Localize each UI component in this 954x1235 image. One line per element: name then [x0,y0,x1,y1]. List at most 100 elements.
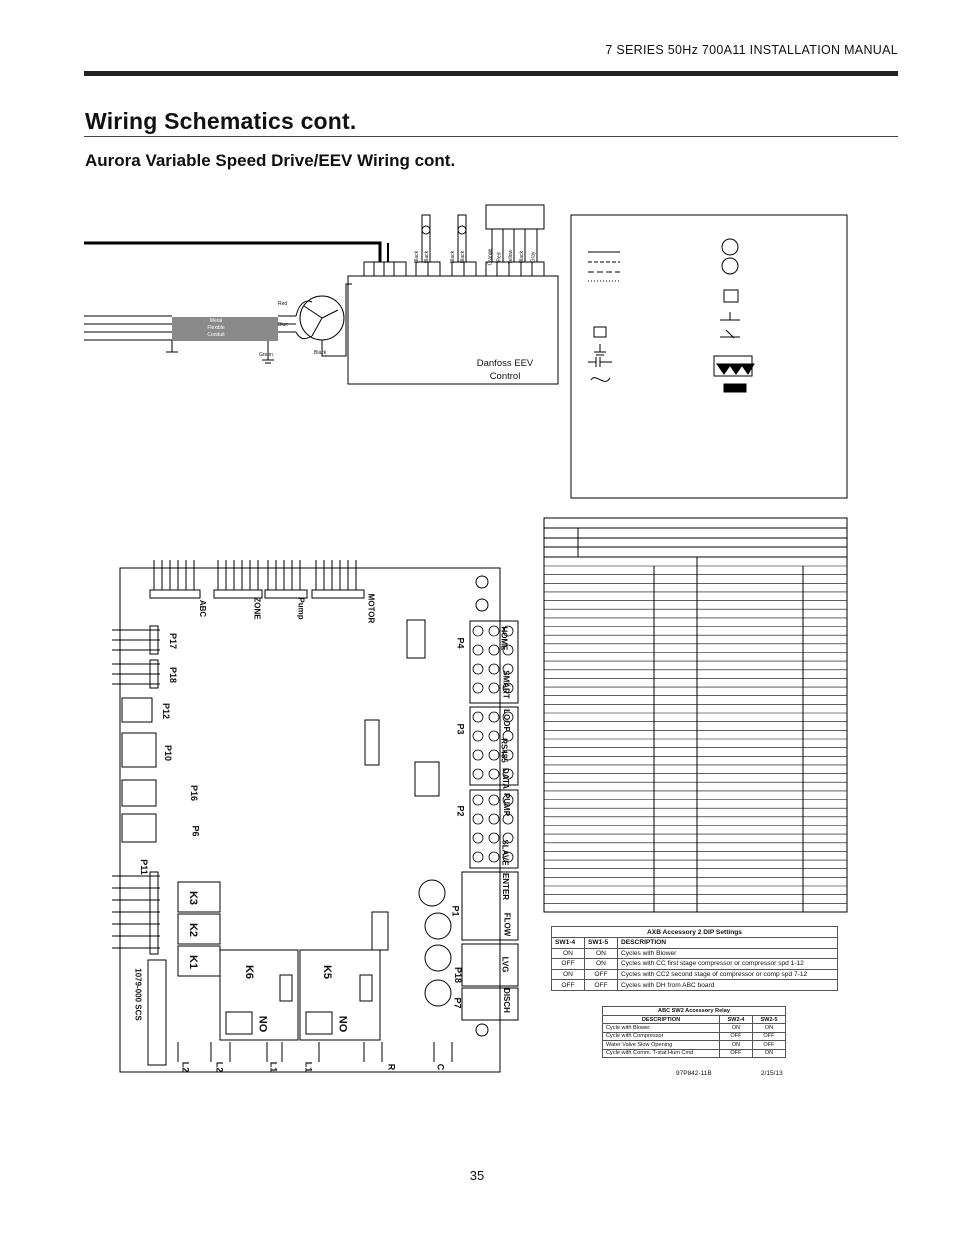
eev-wire-label: Red [496,252,503,262]
table-cell: OFF [719,1048,753,1058]
eev-wire-label: Black [424,250,431,264]
table-cell: Cycles with CC first stage compressor or… [617,958,838,970]
table-cell: ON [752,1048,786,1058]
legend-box [570,214,848,499]
screw-terminal [502,711,514,723]
screw-terminal [472,832,484,844]
relay-label: K6 [243,964,256,980]
screw-terminal [488,749,500,761]
screw-terminal [472,851,484,863]
connector-label: P1 [450,905,461,917]
terminal-group-label: LOOP [501,709,511,732]
screw-terminal [472,813,484,825]
table-cell: Cycle with Comm. T-stat Hum Cmd [602,1048,720,1058]
ground-label: Green [259,352,273,358]
relay-no-label: NO [256,1015,269,1033]
screw-terminal [472,794,484,806]
terminal-group-label: ENTER [501,872,511,901]
relay-label: K5 [321,964,334,980]
connector-label: P7 [452,997,463,1009]
screw-terminal [488,851,500,863]
terminal-label: L1 [303,1061,314,1073]
screw-terminal [488,644,500,656]
connector-label: P4 [455,637,466,649]
connector-label: P2 [455,805,466,817]
table-cell: Water Valve Slow Opening [602,1040,720,1050]
connector-label: P18 [168,666,179,684]
board-id: 1079-000 SCS [133,968,143,1021]
screw-terminal [502,794,514,806]
table-cell: OFF [584,979,618,991]
terminal-group-label: RS485 [499,738,509,763]
table-cell: OFF [584,968,618,981]
connector-label: P12 [161,702,172,720]
relay-label: K3 [187,890,200,906]
header-label: ABC [198,599,208,618]
table-cell: Cycle with Compressor [602,1031,720,1042]
terminal-group-label: DATA [501,767,511,790]
table-row: Cycle with Compressor OFF OFF [602,1031,786,1042]
eev-wire-label: Orange [487,248,494,266]
section-title: Aurora Variable Speed Drive/EEV Wiring c… [85,151,456,170]
table-cell: Cycles with CC2 second stage of compress… [617,968,838,981]
screw-terminal [502,663,514,675]
connector-label: P11 [138,859,149,875]
drawing-date: 2/15/13 [761,1070,783,1077]
table-cell: ON [584,958,618,970]
table-caption: ABC SW2 Accessory Relay [602,1006,786,1016]
connector-label: P17 [168,632,179,650]
terminal-label: R [386,1063,397,1071]
page-title: Wiring Schematics cont. [85,108,357,134]
screw-terminal [472,625,484,637]
screw-terminal [502,851,514,863]
header-label: MOTOR [366,593,376,624]
terminal-label: L2 [214,1061,225,1073]
relay-no-label: NO [336,1015,349,1033]
connector-label: P16 [189,784,200,802]
table-row: ON OFF Cycles with CC2 second stage of c… [551,968,838,981]
terminal-group-label: SLAVE [500,839,510,866]
screw-terminal [472,644,484,656]
table-cell: ON [551,947,585,960]
drawing-number: 97P842-11B [676,1070,712,1077]
table-cell: Cycle with Blower [602,1023,720,1033]
screw-terminal [488,832,500,844]
eev-wire-label: Black [519,250,526,264]
table-row: ON ON Cycles with Blower [551,947,838,960]
abc-relay-table: ABC SW2 Accessory Relay DESCRIPTION SW2-… [602,1006,786,1058]
title-rule [84,136,898,137]
terminal-group-label: LVG [500,956,510,973]
eev-wire-label: Black [414,250,421,264]
relay-label: K2 [187,922,200,938]
screw-terminal [502,768,514,780]
table-cell: OFF [752,1031,786,1042]
column-header: SW1-5 [584,937,618,949]
screw-terminal [488,663,500,675]
screw-terminal [488,813,500,825]
table-row: Cycle with Comm. T-stat Hum Cmd OFF ON [602,1048,786,1058]
connector-label: P18 [453,966,464,984]
column-header: DESCRIPTION [617,937,838,949]
screw-terminal [472,768,484,780]
table-cell: ON [752,1023,786,1033]
table-row: OFF OFF Cycles with DH from ABC board [551,979,838,991]
eev-wire-label: Black [450,250,457,264]
table-caption: AXB Accessory 2 DIP Settings [551,926,838,938]
table-cell: ON [719,1023,753,1033]
screw-terminal [488,682,500,694]
screw-terminal [488,730,500,742]
terminal-label: C [435,1063,446,1071]
screw-terminal [488,794,500,806]
page-number: 35 [469,1168,485,1183]
header-label: Pump [296,597,306,620]
terminal-label: L2 [180,1061,191,1073]
column-header: DESCRIPTION [602,1014,720,1025]
table-cell: ON [551,968,585,981]
eev-wire-label: Black [460,250,467,264]
table-cell: Cycles with DH from ABC board [617,979,838,991]
terminal-group-label: FLOW [502,912,512,937]
screw-terminal [488,768,500,780]
